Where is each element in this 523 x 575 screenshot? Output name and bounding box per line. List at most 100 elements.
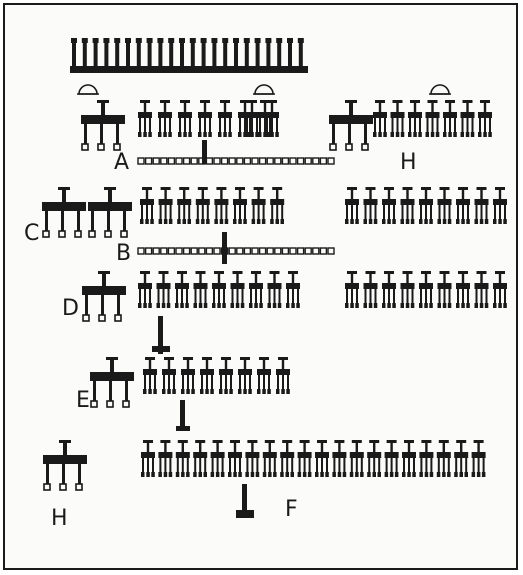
colony-B	[140, 187, 154, 224]
colony-H	[478, 100, 492, 137]
label-H-bottom: H	[51, 508, 68, 530]
chain-B	[176, 248, 182, 254]
colony-E	[181, 357, 195, 394]
chain-B	[328, 248, 334, 254]
chain-B	[146, 248, 152, 254]
colony-H	[401, 271, 415, 308]
chain-B	[206, 248, 212, 254]
colony-F	[472, 440, 486, 477]
comb-tooth	[83, 40, 87, 66]
comb-tooth	[202, 40, 206, 66]
colony-H	[493, 271, 507, 308]
chain-A	[298, 158, 304, 164]
chain-A	[313, 158, 319, 164]
colony-E	[162, 357, 176, 394]
comb-tooth	[94, 40, 98, 66]
colony-D	[175, 271, 189, 308]
colony-H	[345, 271, 359, 308]
colony-F	[193, 440, 207, 477]
colony-D	[194, 271, 208, 308]
chain-A	[214, 158, 220, 164]
colony-F	[158, 440, 172, 477]
chain-B	[252, 248, 258, 254]
chain-A	[244, 158, 250, 164]
colony-F	[298, 440, 312, 477]
colony-H	[456, 271, 470, 308]
colony-F	[419, 440, 433, 477]
chain-B	[184, 248, 190, 254]
connector-foot	[236, 510, 254, 518]
colony-F	[350, 440, 364, 477]
chain-B	[199, 248, 205, 254]
comb-tooth	[148, 40, 152, 66]
chain-B	[214, 248, 220, 254]
chain-B	[313, 248, 319, 254]
comb-tooth	[288, 40, 292, 66]
connector	[242, 484, 247, 514]
comb-tooth	[169, 40, 173, 66]
chain-B	[138, 248, 144, 254]
chain-A	[176, 158, 182, 164]
chain-A	[320, 158, 326, 164]
colony-B	[270, 187, 284, 224]
chain-A	[161, 158, 167, 164]
colony-F	[176, 440, 190, 477]
large-colony	[90, 357, 134, 407]
connector-foot	[176, 426, 190, 431]
colony-B	[233, 187, 247, 224]
comb-tooth	[256, 40, 260, 66]
top-comb	[70, 38, 308, 73]
comb-tooth	[234, 40, 238, 66]
colony-B	[159, 187, 173, 224]
colony-F	[437, 440, 451, 477]
label-B: B	[116, 243, 131, 265]
chain-A	[146, 158, 152, 164]
chain-A	[138, 158, 144, 164]
comb-tooth	[115, 40, 119, 66]
comb-tooth	[299, 40, 303, 66]
chain-A	[305, 158, 311, 164]
colony-H	[443, 100, 457, 137]
colony-H	[382, 271, 396, 308]
comb-tooth	[158, 40, 162, 66]
colony-E	[200, 357, 214, 394]
chain-A	[184, 158, 190, 164]
comb-tooth	[277, 40, 281, 66]
colony-F	[280, 440, 294, 477]
comb-tooth	[180, 40, 184, 66]
chain-A	[191, 158, 197, 164]
colony-B	[252, 187, 266, 224]
colony-A	[198, 100, 212, 137]
colony-H	[408, 100, 422, 137]
colony-B	[177, 187, 191, 224]
colony-D	[268, 271, 282, 308]
colony-H	[391, 100, 405, 137]
colony-A	[245, 100, 259, 137]
colony-F	[385, 440, 399, 477]
chain-B	[161, 248, 167, 254]
colony-H	[419, 187, 433, 224]
colony-H	[419, 271, 433, 308]
semicircle-mid	[253, 85, 275, 94]
colony-E	[143, 357, 157, 394]
colony-H	[438, 187, 452, 224]
colony-H	[456, 187, 470, 224]
colony-H	[438, 271, 452, 308]
chain-B	[260, 248, 266, 254]
connector	[180, 400, 185, 430]
colony-D	[157, 271, 171, 308]
large-colony	[329, 100, 373, 150]
large-colony	[82, 271, 126, 321]
chain-B	[320, 248, 326, 254]
comb-tooth	[266, 40, 270, 66]
comb-tooth	[126, 40, 130, 66]
chain-B	[282, 248, 288, 254]
colony-F	[315, 440, 329, 477]
semicircle-right	[429, 85, 451, 94]
chain-A	[237, 158, 243, 164]
colony-H	[426, 100, 440, 137]
comb-tooth	[137, 40, 141, 66]
chain-A	[267, 158, 273, 164]
chain-A	[168, 158, 174, 164]
